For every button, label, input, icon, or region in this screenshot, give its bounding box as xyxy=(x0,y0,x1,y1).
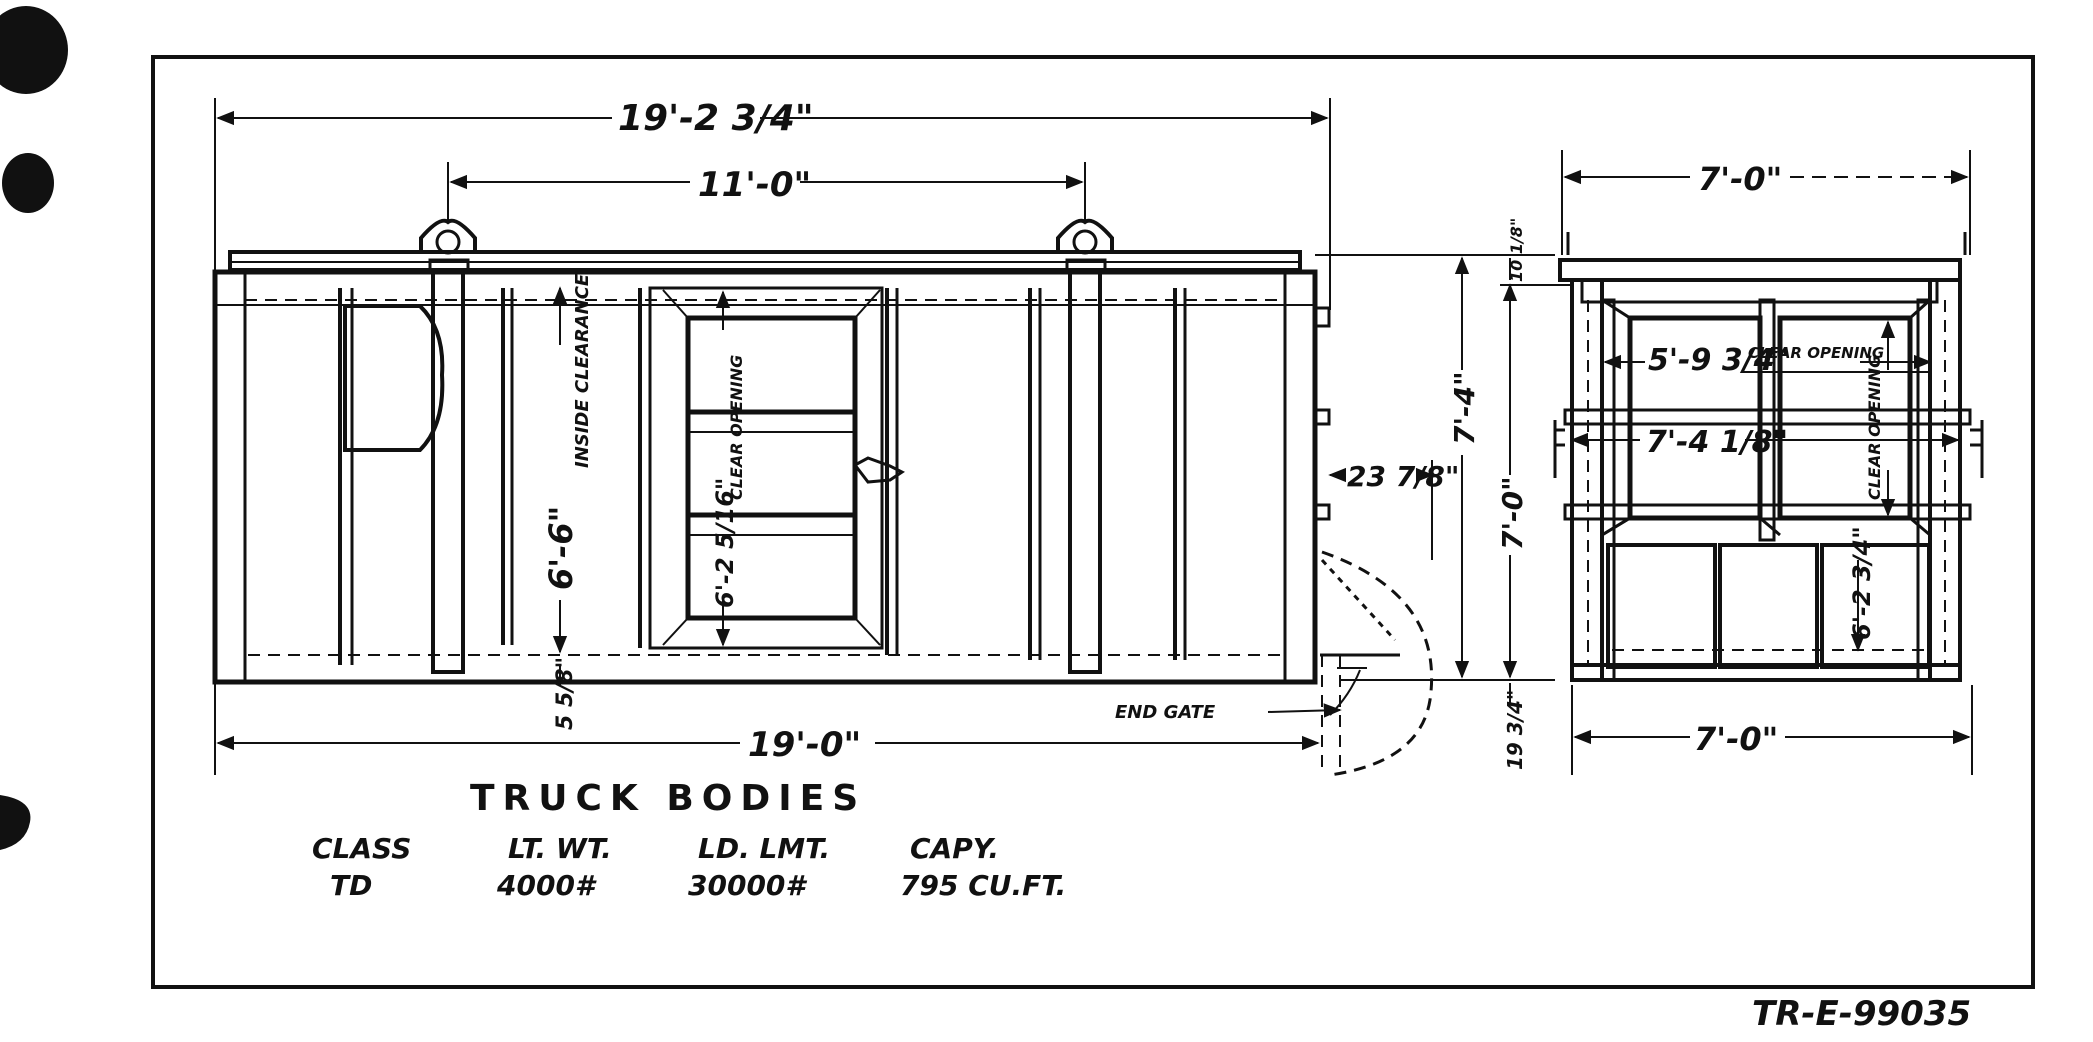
top-offset-label: 10 1/8" xyxy=(1507,218,1526,282)
end-view-labels: 7'-0" 7'-0" 5'-9 3/4" CLEAR OPENING 7'-4… xyxy=(1646,160,1884,758)
end-clear-height-caption: CLEAR OPENING xyxy=(1865,355,1884,500)
spec-value-ld-lmt: 30000# xyxy=(688,869,807,902)
end-view xyxy=(1553,232,1984,682)
title-block: TRUCK BODIES CLASS LT. WT. LD. LMT. CAPY… xyxy=(312,778,1066,902)
inside-clearance-label: INSIDE CLEARANCE xyxy=(572,273,593,468)
gate-offset-label: 23 7/8" xyxy=(1347,460,1460,493)
spec-header-lt-wt: LT. WT. xyxy=(508,832,612,865)
inside-clearance-value: 6'-6" xyxy=(542,506,580,590)
side-view-dimensions xyxy=(214,98,1570,775)
lifting-ring-left xyxy=(419,218,477,274)
lift-spacing-label: 11'-0" xyxy=(698,165,811,205)
side-view xyxy=(212,218,1434,777)
drawing-title: TRUCK BODIES xyxy=(470,778,866,819)
overall-height-label: 7'-4" xyxy=(1448,371,1481,445)
spec-value-capy: 795 CU.FT. xyxy=(900,869,1066,902)
gate-drop-label: 19 3/4" xyxy=(1503,690,1527,770)
bottom-offset-label: 5 5/8" xyxy=(553,657,578,730)
binder-holes xyxy=(0,6,68,850)
body-height-label: 7'-0" xyxy=(1496,476,1529,550)
end-top-width-label: 7'-0" xyxy=(1698,160,1782,198)
end-mid-width-label: 7'-4 1/8" xyxy=(1646,425,1788,460)
end-gate-label: END GATE xyxy=(1115,702,1216,723)
end-clear-width-caption: CLEAR OPENING xyxy=(1748,344,1884,362)
base-length-label: 19'-0" xyxy=(748,725,861,765)
lifting-ring-right xyxy=(1056,218,1114,274)
spec-value-class: TD xyxy=(330,869,372,902)
drawing-border xyxy=(151,55,2035,989)
overall-length-label: 19'-2 3/4" xyxy=(618,98,814,139)
door-height-label: 6'-2 5/16" xyxy=(711,478,739,608)
spec-header-capy: CAPY. xyxy=(910,832,999,865)
spec-header-ld-lmt: LD. LMT. xyxy=(698,832,830,865)
end-clear-width-label: 5'-9 3/4" xyxy=(1648,343,1790,378)
side-view-labels: 19'-2 3/4" 11'-0" 19'-0" 6'-6" INSIDE CL… xyxy=(542,98,1529,770)
end-clear-height-label: 6'-2 3/4" xyxy=(1848,526,1876,640)
drawing-number: TR-E-99035 xyxy=(1752,994,1971,1034)
end-bottom-width-label: 7'-0" xyxy=(1694,720,1778,758)
door-clear-opening-label: CLEAR OPENING xyxy=(727,355,746,500)
end-view-dimensions xyxy=(1561,150,1973,775)
spec-header-class: CLASS xyxy=(312,832,411,865)
spec-value-lt-wt: 4000# xyxy=(496,869,597,902)
